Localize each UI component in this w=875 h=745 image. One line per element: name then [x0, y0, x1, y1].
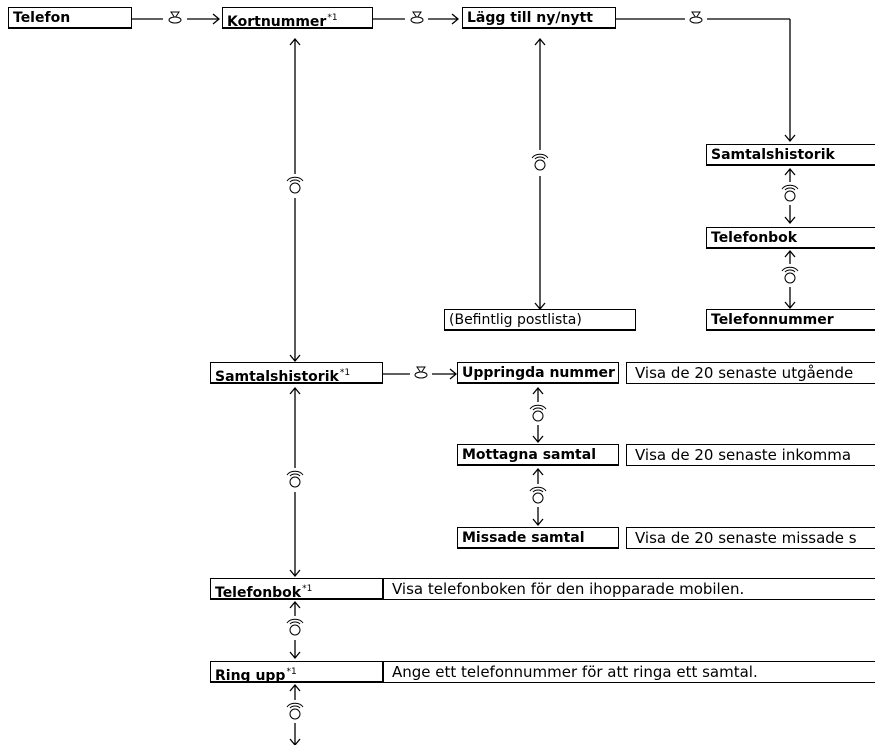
description-mottagna: Visa de 20 senaste inkomma [626, 444, 875, 466]
rotate-knob-icon [286, 470, 304, 488]
rotate-knob-icon [286, 176, 304, 194]
rotate-knob-icon [529, 486, 547, 504]
node-samtalshistorik-right: Samtalshistorik [706, 144, 875, 166]
node-mottagna-samtal: Mottagna samtal [457, 444, 619, 466]
node-telefonnummer-right: Telefonnummer [706, 309, 875, 331]
node-samtalshistorik-main: Samtalshistorik*1 [210, 362, 383, 384]
node-label: Telefon [13, 10, 71, 26]
node-befintlig-postlista: (Befintlig postlista) [444, 309, 636, 331]
node-label: Mottagna samtal [462, 447, 596, 463]
rotate-knob-icon [529, 404, 547, 422]
footnote-marker: *1 [327, 13, 338, 23]
node-label: Lägg till ny/nytt [467, 10, 593, 26]
node-label: Missade samtal [462, 530, 585, 546]
node-lagg-till: Lägg till ny/nytt [462, 7, 616, 29]
push-select-icon [410, 11, 424, 24]
footnote-marker: *1 [302, 584, 313, 594]
description-ring-upp: Ange ett telefonnummer för att ringa ett… [383, 661, 875, 683]
description-uppringda: Visa de 20 senaste utgående [626, 362, 875, 384]
node-label: (Befintlig postlista) [449, 312, 582, 328]
push-select-icon [414, 366, 428, 379]
node-label: Samtalshistorik [215, 369, 339, 384]
push-select-icon [689, 11, 703, 24]
footnote-marker: *1 [286, 667, 297, 677]
node-telefonbok-right: Telefonbok [706, 227, 875, 249]
push-select-icon [168, 11, 182, 24]
node-telefon: Telefon [8, 7, 132, 29]
rotate-knob-icon [531, 153, 549, 171]
node-label: Samtalshistorik [711, 147, 835, 163]
node-kortnummer: Kortnummer*1 [222, 7, 373, 29]
node-missade-samtal: Missade samtal [457, 527, 619, 549]
node-label: Uppringda nummer [462, 365, 615, 381]
node-uppringda-nummer: Uppringda nummer [457, 362, 619, 384]
footnote-marker: *1 [339, 368, 351, 378]
node-label: Telefonbok [215, 585, 302, 600]
description-telefonbok: Visa telefonboken för den ihopparade mob… [383, 578, 875, 600]
description-missade: Visa de 20 senaste missade s [626, 527, 875, 549]
rotate-knob-icon [286, 702, 304, 720]
node-telefonbok-main: Telefonbok*1 [210, 578, 383, 600]
rotate-knob-icon [781, 184, 799, 202]
node-label: Ring upp [215, 668, 286, 683]
node-label: Kortnummer [227, 14, 327, 29]
node-label: Telefonbok [711, 230, 798, 246]
rotate-knob-icon [286, 618, 304, 636]
node-ring-upp: Ring upp*1 [210, 661, 383, 683]
node-label: Telefonnummer [711, 312, 834, 328]
rotate-knob-icon [781, 266, 799, 284]
